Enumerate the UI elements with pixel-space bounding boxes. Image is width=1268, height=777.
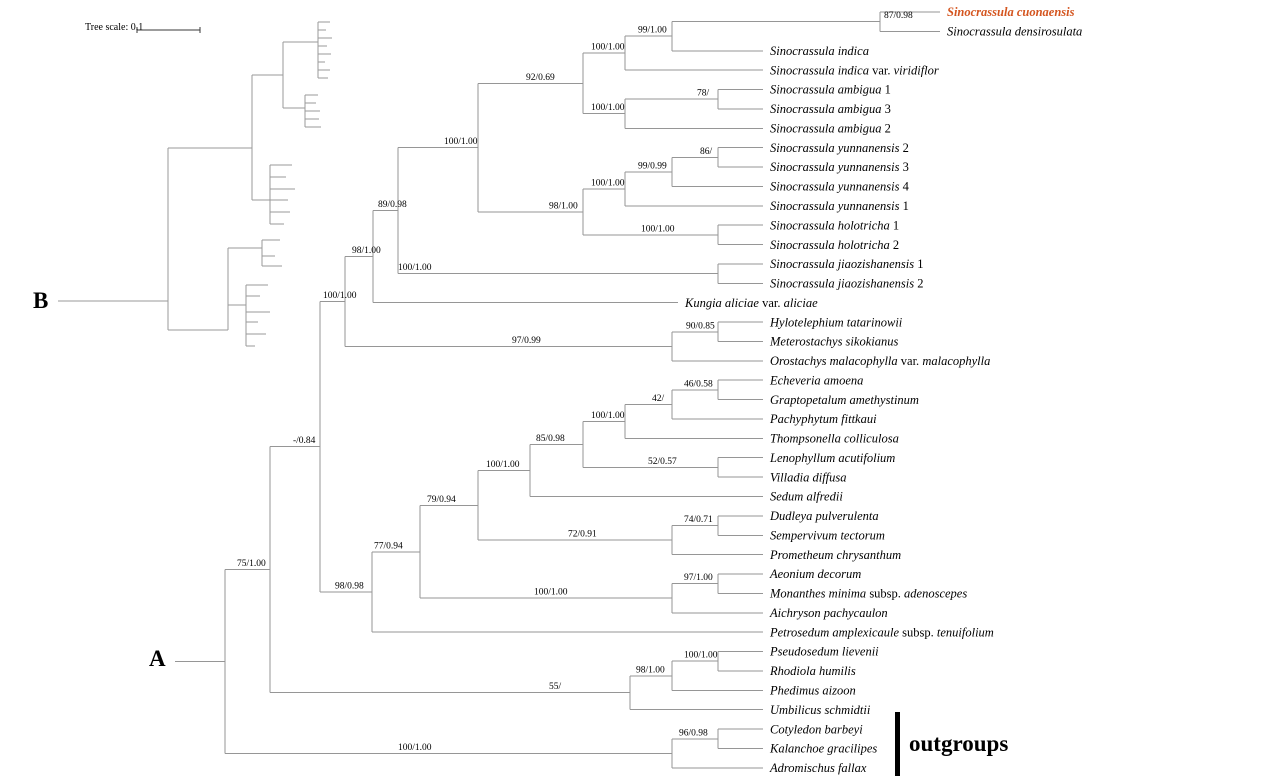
- support-value: 98/0.98: [335, 581, 364, 591]
- taxon-label: Sinocrassula holotricha 2: [770, 238, 899, 252]
- outgroups-bar: [895, 712, 900, 776]
- support-value: 79/0.94: [427, 495, 456, 505]
- outgroups-group: outgroups: [895, 712, 1008, 776]
- taxon-label: Aichryson pachycaulon: [769, 606, 888, 620]
- support-value: 86/: [700, 147, 713, 157]
- taxon-label: Sedum alfredii: [770, 490, 843, 504]
- support-value: 100/1.00: [641, 224, 675, 234]
- support-value: 100/1.00: [534, 588, 568, 598]
- support-value: 55/: [549, 682, 562, 692]
- support-value: 100/1.00: [684, 651, 718, 661]
- taxon-label: Dudleya pulverulenta: [769, 509, 879, 523]
- taxon-label: Graptopetalum amethystinum: [770, 393, 919, 407]
- taxon-label: Petrosedum amplexicaule subsp. tenuifoli…: [769, 625, 994, 639]
- support-value: 99/0.99: [638, 161, 667, 171]
- support-value: 100/1.00: [323, 291, 357, 301]
- support-value: 100/1.00: [591, 178, 625, 188]
- support-value: 52/0.57: [648, 457, 677, 467]
- panel-label-a: A: [149, 646, 166, 671]
- support-value: 46/0.58: [684, 379, 713, 389]
- taxon-label: Umbilicus schmidtii: [770, 703, 871, 717]
- support-value: 96/0.98: [679, 728, 708, 738]
- support-value: 98/1.00: [352, 246, 381, 256]
- taxon-label: Monanthes minima subsp. adenoscepes: [769, 587, 967, 601]
- support-value: 100/1.00: [591, 43, 625, 53]
- taxon-label: Echeveria amoena: [769, 373, 863, 387]
- support-value: 78/: [697, 89, 710, 99]
- taxon-label: Sinocrassula jiaozishanensis 2: [770, 277, 924, 291]
- taxon-label: Orostachys malacophylla var. malacophyll…: [770, 354, 990, 368]
- taxon-label: Thompsonella colliculosa: [770, 432, 899, 446]
- support-value: 100/1.00: [398, 743, 432, 753]
- taxon-label: Sinocrassula ambigua 1: [770, 83, 891, 97]
- support-value: 90/0.85: [686, 321, 715, 331]
- support-value: 85/0.98: [536, 434, 565, 444]
- taxon-label: Sinocrassula ambigua 3: [770, 102, 891, 116]
- taxon-label: Sinocrassula yunnanensis 3: [770, 160, 909, 174]
- support-value: 75/1.00: [237, 559, 266, 569]
- support-value: 42/: [652, 394, 665, 404]
- taxon-label: Sinocrassula yunnanensis 1: [770, 199, 909, 213]
- support-value: 100/1.00: [486, 460, 520, 470]
- support-value: 92/0.69: [526, 73, 555, 83]
- outgroups-label: outgroups: [909, 731, 1009, 756]
- support-value: 89/0.98: [378, 200, 407, 210]
- support-value: 99/1.00: [638, 26, 667, 36]
- support-value: 100/1.00: [444, 137, 478, 147]
- support-value: 97/1.00: [684, 573, 713, 583]
- tree-scale-label: Tree scale: 0.1: [85, 22, 144, 33]
- taxon-label: Sinocrassula yunnanensis 2: [770, 141, 909, 155]
- support-value: -/0.84: [293, 436, 316, 446]
- taxon-label: Sinocrassula cuonaensis: [947, 5, 1075, 19]
- taxon-label: Sinocrassula densirosulata: [947, 25, 1082, 39]
- taxon-label: Pachyphytum fittkaui: [769, 412, 877, 426]
- taxon-label: Sinocrassula jiaozishanensis 1: [770, 257, 924, 271]
- taxon-label: Meterostachys sikokianus: [769, 335, 898, 349]
- taxon-label: Phedimus aizoon: [769, 684, 856, 698]
- support-value: 97/0.99: [512, 336, 541, 346]
- panel-label-b: B: [33, 288, 49, 313]
- taxon-label: Rhodiola humilis: [769, 664, 856, 678]
- taxon-label: Kalanchoe gracilipes: [769, 742, 877, 756]
- taxon-label: Cotyledon barbeyi: [770, 722, 863, 736]
- taxon-label: Sempervivum tectorum: [770, 528, 885, 542]
- taxon-label: Aeonium decorum: [769, 567, 861, 581]
- taxon-label: Kungia aliciae var. aliciae: [684, 296, 818, 310]
- support-value: 72/0.91: [568, 530, 597, 540]
- taxon-label: Hylotelephium tatarinowii: [769, 315, 903, 329]
- taxon-label: Sinocrassula yunnanensis 4: [770, 180, 910, 194]
- support-value: 98/1.00: [636, 665, 665, 675]
- taxon-label: Villadia diffusa: [770, 470, 847, 484]
- taxon-label: Sinocrassula ambigua 2: [770, 121, 891, 135]
- support-value: 100/1.00: [591, 103, 625, 113]
- support-value: 87/0.98: [884, 11, 913, 21]
- taxon-label: Sinocrassula indica: [770, 44, 869, 58]
- support-value: 100/1.00: [591, 411, 625, 421]
- support-value: 74/0.71: [684, 515, 713, 525]
- taxon-label: Adromischus fallax: [769, 761, 867, 775]
- taxon-label: Prometheum chrysanthum: [769, 548, 901, 562]
- support-value: 100/1.00: [398, 263, 432, 273]
- taxon-label: Lenophyllum acutifolium: [769, 451, 895, 465]
- taxon-label: Sinocrassula holotricha 1: [770, 218, 899, 232]
- support-value: 98/1.00: [549, 201, 578, 211]
- taxon-label: Pseudosedum lievenii: [769, 645, 879, 659]
- taxon-label: Sinocrassula indica var. viridiflor: [770, 63, 939, 77]
- support-value: 77/0.94: [374, 541, 403, 551]
